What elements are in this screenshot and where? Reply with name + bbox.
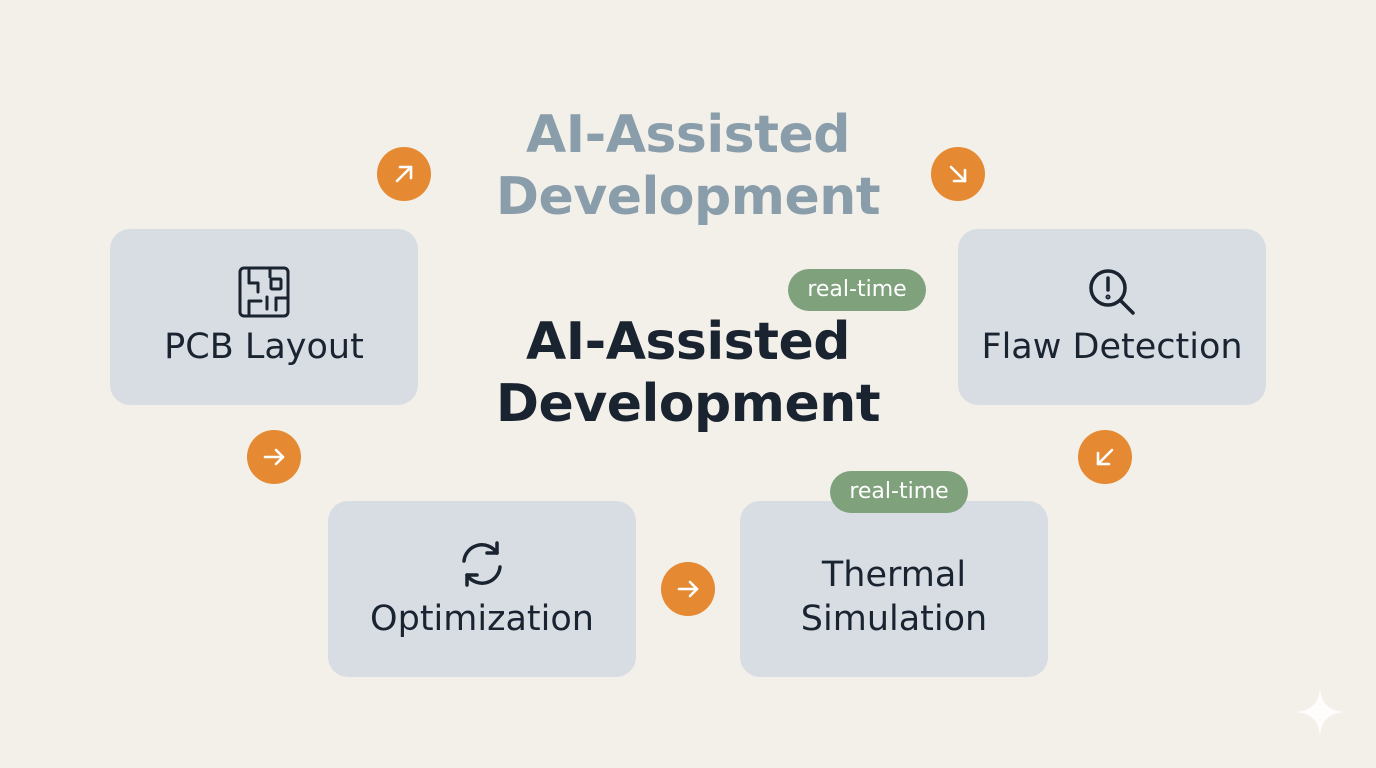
realtime-badge-thermal-simulation: real-time <box>830 471 968 513</box>
step-label-optimization: Optimization <box>370 599 594 639</box>
realtime-badge-flaw-detection: real-time <box>788 269 926 311</box>
refresh-cycle-icon <box>462 541 502 587</box>
step-label-pcb-layout: PCB Layout <box>164 327 364 367</box>
circuit-board-icon <box>238 266 290 318</box>
arrow-down-left-icon <box>1078 430 1132 484</box>
step-card-pcb-layout: PCB Layout <box>110 229 418 405</box>
step-card-flaw-detection: Flaw Detection <box>958 229 1266 405</box>
arrow-right-icon <box>661 562 715 616</box>
step-card-thermal-simulation: Thermal Simulation <box>740 501 1048 677</box>
arrow-up-right-icon <box>377 147 431 201</box>
sparkle-icon <box>1296 688 1344 736</box>
diagram-title-ghost: AI-Assisted Development <box>495 105 881 227</box>
diagram-title: AI-Assisted Development <box>495 312 881 434</box>
step-label-thermal-simulation: Thermal Simulation <box>800 555 988 639</box>
arrow-right-icon <box>247 430 301 484</box>
step-label-flaw-detection: Flaw Detection <box>981 327 1243 367</box>
step-card-optimization: Optimization <box>328 501 636 677</box>
arrow-down-right-icon <box>931 147 985 201</box>
magnifier-alert-icon <box>1089 269 1135 315</box>
